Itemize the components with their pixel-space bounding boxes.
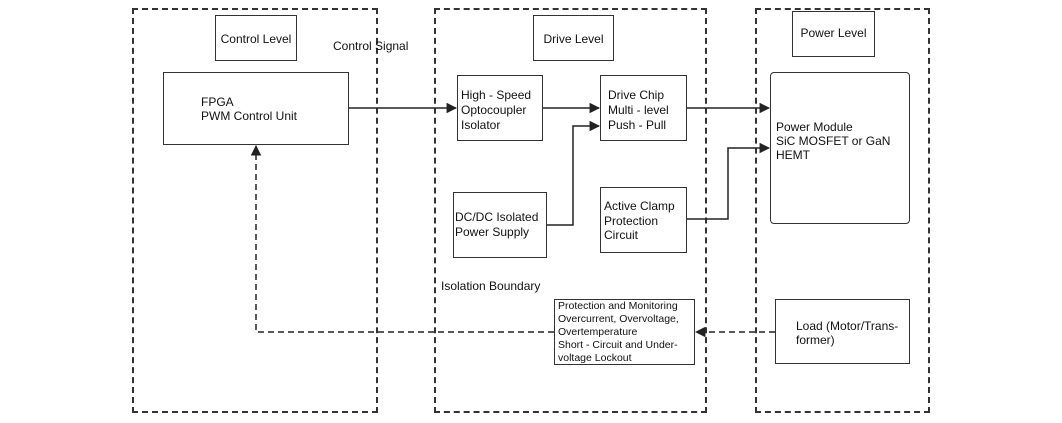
protection-monitoring-block: Protection and Monitoring Overcurrent, O… (554, 299, 695, 365)
active-clamp-block: Active Clamp Protection Circuit (600, 187, 687, 253)
drive-chip-label-line1: Drive Chip (608, 88, 665, 102)
dcdc-block: DC/DC Isolated Power Supply (453, 192, 547, 258)
drive-level-region (434, 8, 707, 413)
protection-label-line4: Short - Circuit and Under- (558, 339, 678, 351)
drive-chip-label-line2: Multi - level (608, 103, 669, 117)
load-block: Load (Motor/Trans- former) (775, 299, 910, 364)
drive-chip-label-line3: Push - Pull (608, 118, 667, 132)
power-module-label-line3: HEMT (776, 148, 810, 162)
fpga-label-line1: FPGA (201, 95, 234, 109)
protection-label-line2: Overcurrent, Overvoltage, (558, 313, 679, 325)
control-level-title: Control Level (220, 32, 292, 46)
power-module-label-line2: SiC MOSFET or GaN (776, 134, 891, 148)
active-clamp-to-power-module-arrow (687, 142, 771, 220)
drive-level-title: Drive Level (543, 32, 604, 46)
dcdc-label-line1: DC/DC Isolated (455, 210, 539, 224)
power-level-title: Power Level (800, 26, 867, 40)
drive-level-title-box: Drive Level (533, 15, 614, 61)
control-signal-label: Control Signal (333, 39, 409, 53)
protection-to-fpga-feedback-arrow (250, 144, 554, 333)
protection-label-line1: Protection and Monitoring (558, 300, 678, 312)
drive-chip-block: Drive Chip Multi - level Push - Pull (600, 75, 687, 141)
load-label-line2: former) (796, 333, 835, 347)
control-level-region (132, 8, 378, 413)
optocoupler-block: High - Speed Optocoupler Isolator (457, 75, 543, 141)
active-clamp-label-line1: Active Clamp (604, 199, 675, 213)
dcdc-to-drive-chip-arrow (547, 120, 601, 226)
power-module-label-line1: Power Module (776, 120, 853, 134)
protection-label-line3: Overtemperature (558, 326, 638, 338)
isolation-boundary-label: Isolation Boundary (441, 279, 541, 293)
protection-label-line5: voltage Lockout (558, 352, 632, 364)
power-level-title-box: Power Level (792, 11, 875, 57)
optocoupler-label-line3: Isolator (461, 118, 501, 132)
load-label-line1: Load (Motor/Trans- (796, 319, 899, 333)
active-clamp-label-line3: Circuit (604, 228, 639, 242)
active-clamp-label-line2: Protection (604, 214, 659, 228)
power-level-region (755, 8, 930, 413)
control-level-title-box: Control Level (215, 15, 297, 61)
fpga-label-line2: PWM Control Unit (201, 109, 298, 123)
fpga-block: FPGA PWM Control Unit (163, 72, 349, 145)
optocoupler-label-line2: Optocoupler (461, 103, 527, 117)
optocoupler-label-line1: High - Speed (461, 88, 532, 102)
power-module-block: Power Module SiC MOSFET or GaN HEMT (770, 72, 910, 224)
dcdc-label-line2: Power Supply (455, 225, 530, 239)
